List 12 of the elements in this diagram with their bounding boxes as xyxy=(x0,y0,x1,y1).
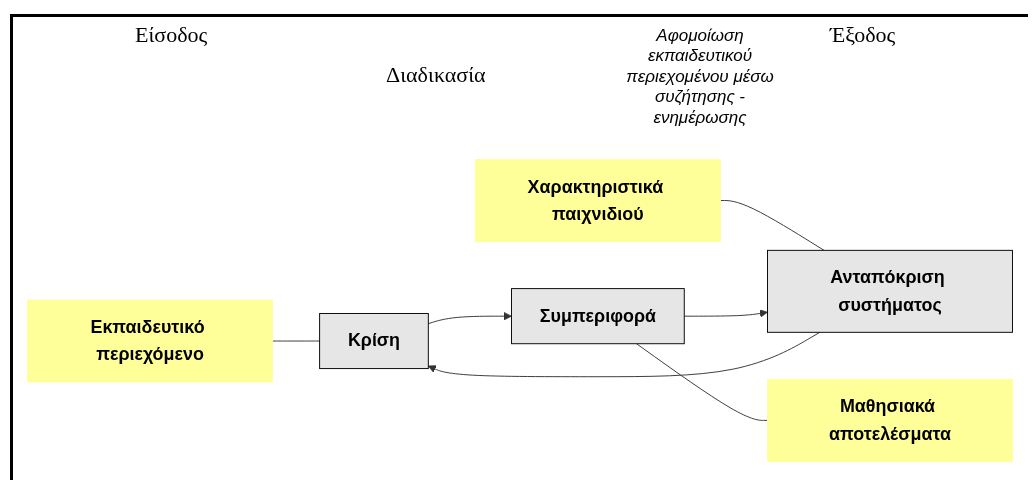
column-heading: Είσοδος xyxy=(135,22,208,48)
note-text: Αφομοίωση εκπαιδευτικού περιεχομένου μέσω συζήτησης - ενημέρωσης xyxy=(625,26,775,128)
node-box: Εκπαιδευτικό περιεχόμενο xyxy=(27,299,273,382)
connector xyxy=(272,340,321,342)
node-box: Ανταπόκριση συστήματος xyxy=(767,249,1013,333)
node-box: Χαρακτηριστικά παιχνιδιού xyxy=(474,158,721,242)
node-box: Συμπεριφορά xyxy=(511,287,685,344)
node-box: Μαθησιακά αποτελέσματα xyxy=(767,378,1013,462)
column-heading: Έξοδος xyxy=(830,22,896,48)
column-heading: Διαδικασία xyxy=(386,62,486,88)
connector xyxy=(636,342,768,421)
node-box: Κρίση xyxy=(319,312,429,369)
